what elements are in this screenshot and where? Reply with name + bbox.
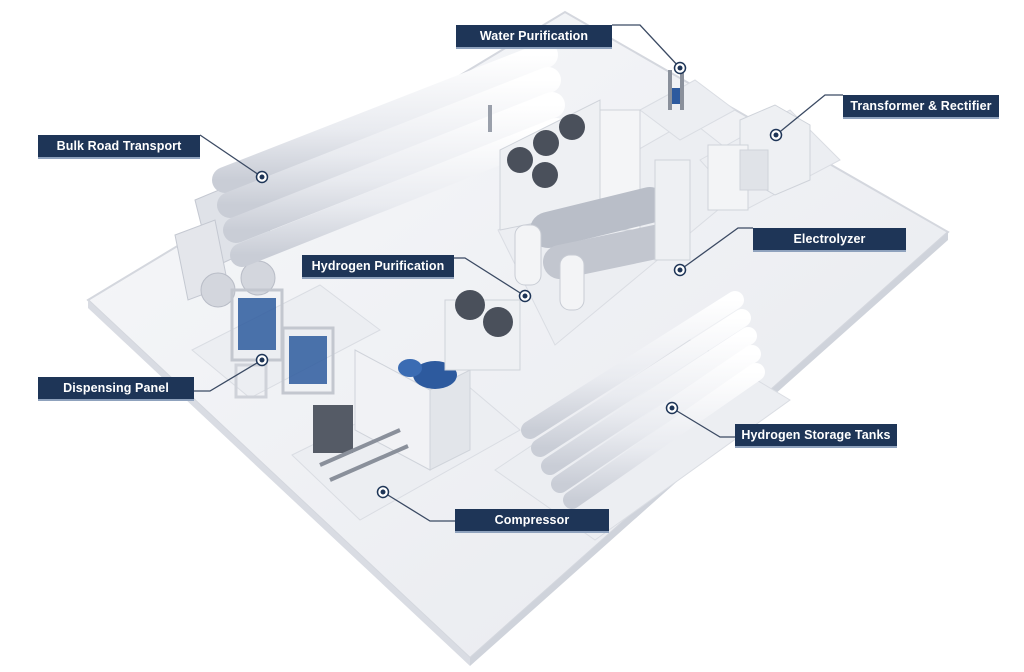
leader-bulk-road-transport <box>199 134 263 178</box>
leader-markers <box>255 61 783 499</box>
label-electrolyzer: Electrolyzer <box>753 228 906 252</box>
label-hydrogen-storage-tanks: Hydrogen Storage Tanks <box>735 424 897 448</box>
leader-compressor <box>382 491 455 522</box>
leader-water-purification <box>612 24 681 69</box>
label-dispensing-panel: Dispensing Panel <box>38 377 194 401</box>
marker-dispensing-panel <box>255 353 269 367</box>
leader-hydrogen-purification <box>450 257 526 297</box>
marker-hydrogen-storage-tanks <box>665 401 679 415</box>
marker-compressor <box>376 485 390 499</box>
leader-lines <box>194 24 843 522</box>
label-hydrogen-purification: Hydrogen Purification <box>302 255 454 279</box>
water-purification-unit <box>668 68 684 110</box>
marker-electrolyzer <box>673 263 687 277</box>
compressor-unit <box>313 290 521 482</box>
dispensing-panel-racks <box>230 288 335 399</box>
leader-hydrogen-storage-tanks <box>671 407 735 438</box>
leader-transformer-rectifier <box>775 94 843 136</box>
marker-transformer-rectifier <box>769 128 783 142</box>
bulk-road-transport-trailer <box>174 42 568 308</box>
label-water-purification: Water Purification <box>456 25 612 49</box>
transformer-rectifier-unit <box>707 104 811 211</box>
electrolyzer-unit <box>499 99 691 311</box>
marker-bulk-road-transport <box>255 170 269 184</box>
label-bulk-road-transport: Bulk Road Transport <box>38 135 200 159</box>
leader-dispensing-panel <box>194 359 263 392</box>
marker-water-purification <box>673 61 687 75</box>
hydrogen-storage-tanks <box>521 291 765 509</box>
label-compressor: Compressor <box>455 509 609 533</box>
label-transformer-rectifier: Transformer & Rectifier <box>843 95 999 119</box>
marker-hydrogen-purification <box>518 289 532 303</box>
leader-electrolyzer <box>679 227 753 271</box>
